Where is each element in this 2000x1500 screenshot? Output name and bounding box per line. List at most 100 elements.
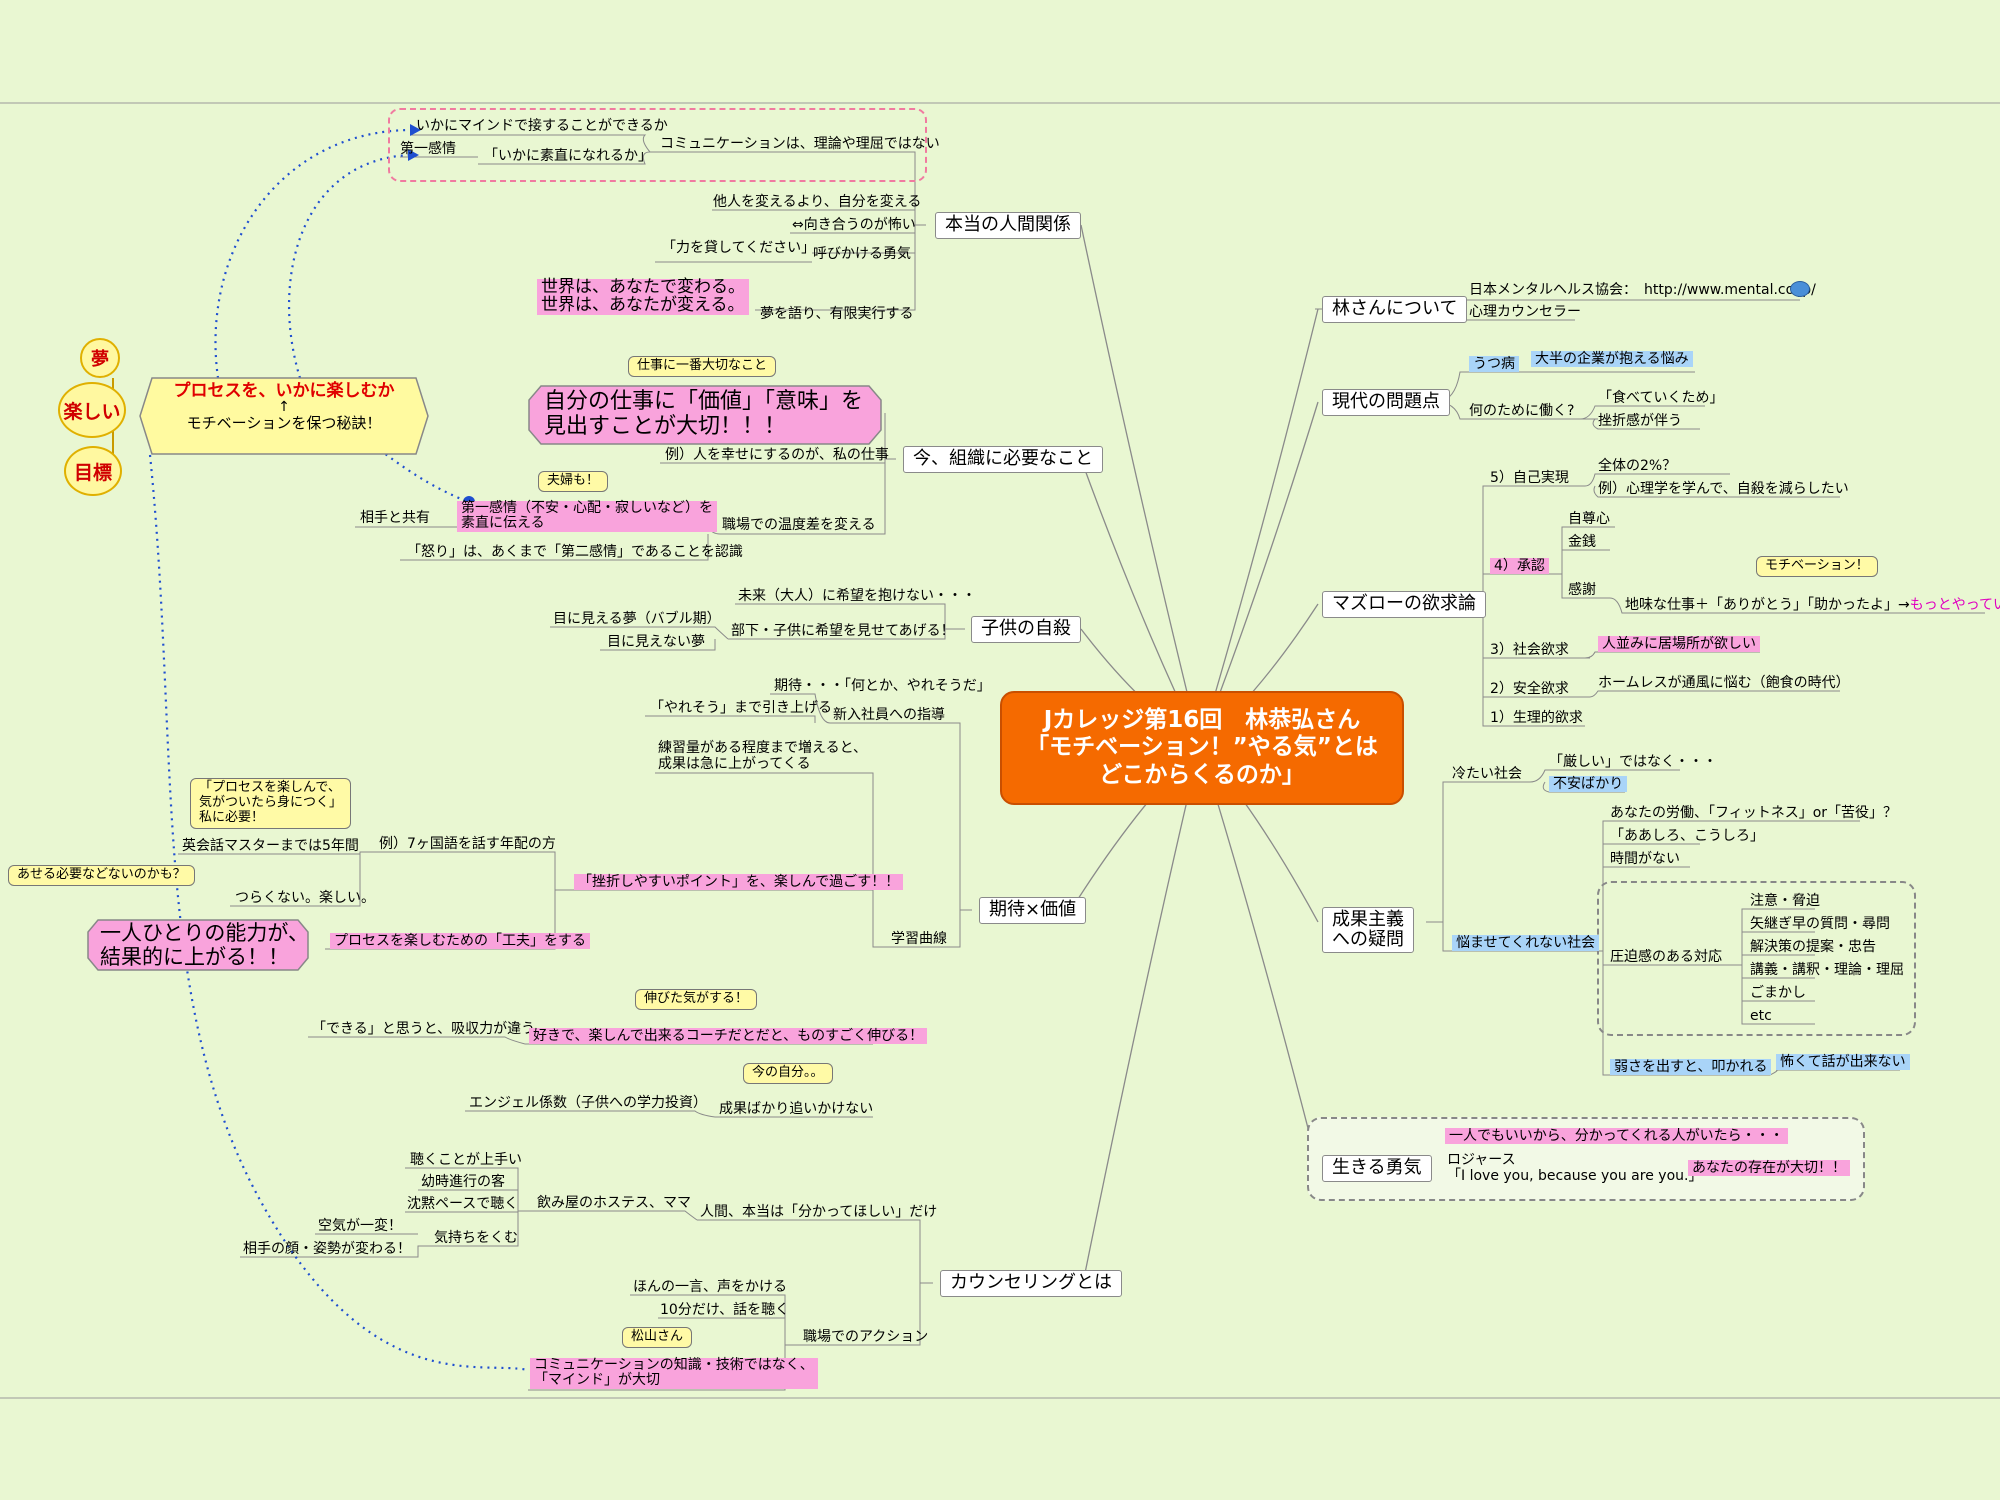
link-icon[interactable] <box>1790 281 1810 297</box>
counsel-link <box>240 1245 430 1258</box>
topic-maslow[interactable]: マズローの欲求論 <box>1322 591 1486 618</box>
pressure-1: 注意・脅迫 <box>1750 893 1820 909</box>
expect-link <box>308 1036 526 1045</box>
relations-dashed-group <box>388 108 927 182</box>
expect-ability: 一人ひとりの能力が、結果的に上がる！！ <box>100 921 309 969</box>
relations-link <box>410 134 651 153</box>
central-spoke <box>1199 308 1319 746</box>
expect-tough: つらくない。楽しい。 <box>235 890 375 906</box>
process-title: プロセスを、いかに楽しむか <box>173 381 395 401</box>
practice-1: 練習量がある程度まで増えると、 <box>658 740 868 756</box>
expect-practice: 練習量がある程度まで増えると、成果は急に上がってくる <box>658 740 867 772</box>
process-callout-shape <box>139 377 429 455</box>
counsel-link <box>630 1294 800 1346</box>
org-couple: 夫婦も！ <box>538 471 609 492</box>
expect-angel: エンジェル係数（子供への学力投資） <box>469 1095 707 1111</box>
rel-call: 呼びかける勇気 <box>813 246 911 262</box>
expect-link <box>375 851 560 891</box>
gratitude-emphasis: もっとやっていこう！ <box>1909 597 2000 613</box>
ability-2: 結果的に上がる！！ <box>100 945 289 970</box>
central-spoke <box>1199 744 1319 1168</box>
results-nw-3: 時間がない <box>1610 851 1680 867</box>
maslow-l3: 3）社会欲求 <box>1490 642 1569 658</box>
world-line-1: 世界は、あなたで変わる。 <box>541 277 745 297</box>
hayashi-role: 心理カウンセラー <box>1469 304 1581 320</box>
results-link <box>1426 781 1530 923</box>
courage-rogers: ロジャース <box>1447 1152 1516 1168</box>
counsel-link <box>800 1283 921 1346</box>
maslow-link <box>1466 485 1585 605</box>
counsel-action: 職場でのアクション <box>803 1329 929 1345</box>
counsel-face: 相手の顔・姿勢が変わる！ <box>243 1241 411 1257</box>
topic-expect[interactable]: 期待×価値 <box>979 897 1087 924</box>
org-share: 相手と共有 <box>360 510 430 526</box>
expect-link <box>770 693 831 724</box>
relation-arrow-first-feel <box>379 449 469 504</box>
maslow-link <box>1584 651 1760 659</box>
central-spoke <box>1082 744 1201 1284</box>
results-weak: 弱さを出すと、叩かれる <box>1610 1059 1772 1076</box>
topic-counsel[interactable]: カウンセリングとは <box>940 1270 1122 1297</box>
relation-arrow-mindful <box>148 454 529 1372</box>
results-cold: 冷たい社会 <box>1452 766 1522 782</box>
gratitude-note: 地味な仕事＋「ありがとう」「助かったよ」→ <box>1625 597 1910 613</box>
maslow-link <box>1609 597 1985 614</box>
rel-world: 世界は、あなたで変わる。世界は、あなたが変える。 <box>537 277 749 315</box>
suicide-visible: 目に見える夢（バブル期） <box>553 611 721 627</box>
expect-note: 期待・・・「何とか、やれそうだ」 <box>774 678 991 694</box>
rel-change: 他人を変えるより、自分を変える <box>713 194 922 210</box>
expect-no-hurry: あせる必要などないのかも？ <box>8 865 195 886</box>
hostess-2: 幼時進行の客 <box>421 1174 505 1190</box>
relations-link <box>755 224 926 311</box>
expect-link <box>830 722 972 911</box>
central-topic[interactable]: Jカレッジ第16回 林恭弘さん 「モチベーション！”やる気”とは どこからくるの… <box>1000 691 1404 805</box>
results-cold-2: 不安ばかり <box>1549 776 1628 793</box>
org-big-shape <box>528 385 882 445</box>
mind-1: コミュニケーションの知識・技術ではなく、 <box>534 1357 814 1373</box>
pressure-link <box>1730 964 1815 1025</box>
expect-kufuu: プロセスを楽しむための「工夫」をする <box>330 933 590 950</box>
org-link <box>400 534 709 561</box>
topic-courage[interactable]: 生きる勇気 <box>1322 1155 1432 1182</box>
maslow-link <box>1593 485 1840 498</box>
expect-newhire: 新入社員への指導 <box>833 707 945 723</box>
topic-org[interactable]: 今、組織に必要なこと <box>903 446 1103 473</box>
relations-link <box>650 151 916 225</box>
maslow-l2-note: ホームレスが通風に悩む（飽食の時代） <box>1598 675 1850 691</box>
process-callout[interactable]: プロセスを、いかに楽しむか ↑ モチベーションを保つ秘訣！ <box>138 381 430 432</box>
counsel-link <box>533 1210 698 1221</box>
maslow-l5-2: 例）心理学を学んで、自殺を減らしたい <box>1598 481 1849 497</box>
topic-suicide[interactable]: 子供の自殺 <box>971 616 1081 643</box>
ability-shape <box>87 919 309 971</box>
enjoy-3: 私に必要！ <box>199 809 265 825</box>
maslow-link <box>1589 690 1840 698</box>
goal-circle[interactable]: 目標 <box>64 446 122 496</box>
expect-link <box>645 715 816 723</box>
mind-2: 「マインド」が大切 <box>534 1372 660 1389</box>
fun-label: 楽しい <box>63 400 121 423</box>
courage-existence: あなたの存在が大切！！ <box>1688 1160 1850 1177</box>
arrowhead-icon <box>410 124 421 136</box>
counsel-matsuyama: 松山さん <box>622 1327 693 1348</box>
org-big-2: 見出すことが大切！！！ <box>544 414 787 440</box>
results-link <box>1529 769 1680 783</box>
topic-modern[interactable]: 現代の問題点 <box>1322 389 1450 416</box>
maslow-l4-3: 感謝 <box>1568 582 1596 598</box>
expect-link <box>178 851 375 855</box>
maslow-l5: 5）自己実現 <box>1490 470 1569 486</box>
fun-circle[interactable]: 楽しい <box>58 382 126 438</box>
rel-face: ⇔向き合うのが怖い <box>792 217 916 233</box>
org-big-1: 自分の仕事に「価値」「意味」を <box>544 389 864 414</box>
topic-hayashi[interactable]: 林さんについて <box>1322 296 1468 323</box>
suicide-link <box>600 639 716 651</box>
topic-results[interactable]: 成果主義 への疑問 <box>1322 907 1414 953</box>
maslow-l5-1: 全体の2%？ <box>1598 458 1677 474</box>
topic-relations[interactable]: 本当の人間関係 <box>935 212 1081 239</box>
relations-link <box>812 225 916 254</box>
central-spoke <box>1080 224 1201 746</box>
dream-circle[interactable]: 夢 <box>80 338 120 378</box>
central-title: Jカレッジ第16回 林恭弘さん 「モチベーション！”やる気”とは どこからくるの… <box>1026 706 1378 788</box>
modern-link <box>1592 418 1700 430</box>
enjoy-1: 「プロセスを楽しんで、 <box>199 780 341 795</box>
expect-coach: 好きで、楽しんで出来るコーチだとだと、ものすごく伸びる！ <box>529 1028 928 1045</box>
